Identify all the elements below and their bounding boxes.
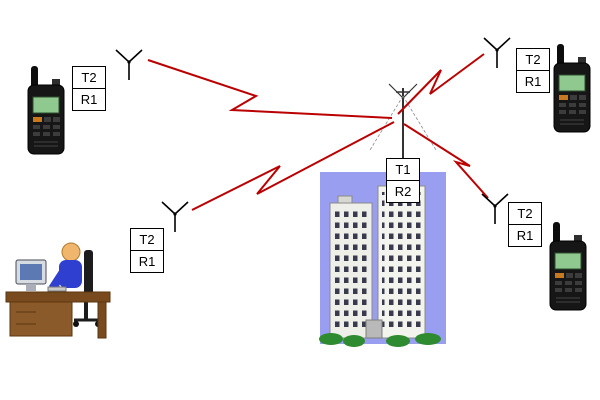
bushes bbox=[319, 333, 441, 347]
tx-label: T1 bbox=[387, 159, 419, 181]
rx-label: R2 bbox=[394, 184, 412, 199]
rx-label: R1 bbox=[138, 254, 156, 269]
station-bottom-right-label-box: T2 R1 bbox=[508, 202, 542, 247]
tx-label: T2 bbox=[517, 49, 549, 71]
signal-paths bbox=[147, 53, 489, 211]
station-bottom-left-label-box: T2 R1 bbox=[130, 228, 164, 273]
signal-zigzag-bottom-left bbox=[191, 121, 395, 211]
station-top-right-label-box: T2 R1 bbox=[516, 48, 550, 93]
handheld-radio-top-left bbox=[27, 65, 65, 155]
tx-label: T2 bbox=[131, 229, 163, 251]
antenna-icon-bottom-left bbox=[161, 201, 189, 233]
antenna-icon-top-left bbox=[115, 49, 143, 81]
antenna-icon-top-right bbox=[483, 37, 511, 69]
station-top-left-label-box: T2 R1 bbox=[72, 66, 106, 111]
signal-zigzag-top-right bbox=[397, 53, 485, 115]
rx-label: R1 bbox=[524, 74, 542, 89]
repeater-label-box: T1 R2 bbox=[386, 158, 420, 203]
signal-zigzag-bottom-right bbox=[403, 123, 489, 199]
tx-label: T2 bbox=[73, 67, 105, 89]
operator-at-desk bbox=[5, 242, 111, 339]
office-building bbox=[319, 172, 446, 347]
antenna-icon-bottom-right bbox=[481, 193, 509, 225]
tx-label: T2 bbox=[509, 203, 541, 225]
handheld-radio-bottom-right bbox=[549, 221, 587, 311]
signal-zigzag-top-left bbox=[147, 59, 393, 119]
rx-label: R1 bbox=[516, 228, 534, 243]
rx-label: R1 bbox=[80, 92, 98, 107]
handheld-radio-top-right bbox=[553, 43, 591, 133]
